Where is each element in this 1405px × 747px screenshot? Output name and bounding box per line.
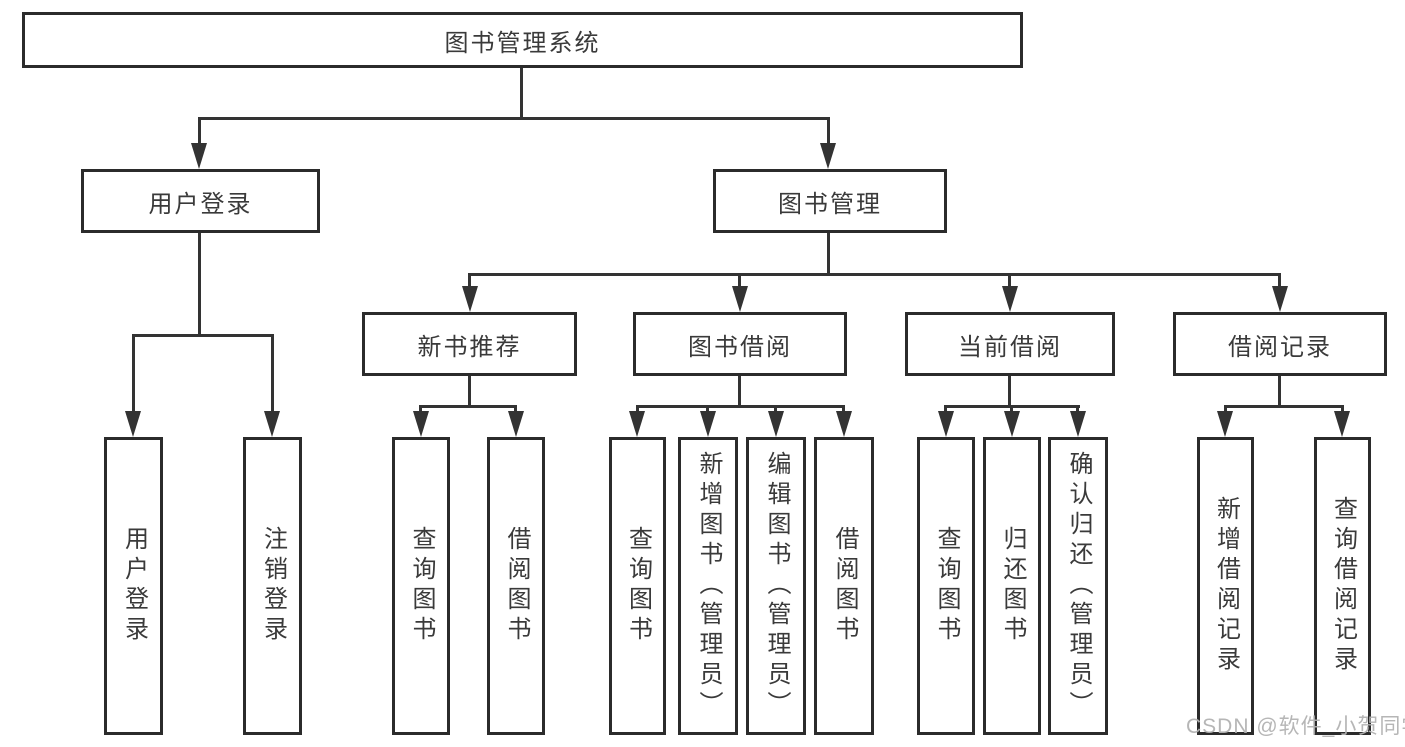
node-borrow-records: 借阅记录 [1173,312,1387,376]
leaf-records-add-record: 新增借阅记录 [1197,437,1254,735]
node-current-borrow: 当前借阅 [905,312,1115,376]
leaf-records-add-record-label: 新增借阅记录 [1212,496,1240,676]
connector-drop-current-query [944,405,947,415]
connector-level3-hbar [468,273,1281,276]
leaf-recommend-query-book: 查询图书 [392,437,450,735]
arrowhead-borrow-records [1272,286,1288,312]
connector-drop-leaf-logout [271,334,274,414]
node-new-book-recommend: 新书推荐 [362,312,577,376]
arrowhead-records-add [1217,411,1233,437]
arrowhead-user-login [191,143,207,169]
leaf-logout: 注销登录 [243,437,302,735]
arrowhead-leaf-user-login [125,411,141,437]
connector-book-management-stem [827,233,830,276]
connector-drop-borrow-query [636,405,639,415]
leaf-borrow-query-book: 查询图书 [609,437,666,735]
connector-current-borrow-stem [1008,376,1011,408]
connector-drop-borrow-records [1278,273,1281,289]
arrowhead-current-query [938,411,954,437]
connector-drop-borrow-edit [774,405,777,415]
connector-drop-current-borrow [1008,273,1011,289]
connector-user-login-hbar [132,334,274,337]
leaf-current-query-book-label: 查询图书 [933,526,960,646]
connector-drop-borrow-borrow [842,405,845,415]
arrowhead-recommend-borrow [508,411,524,437]
node-book-management: 图书管理 [713,169,947,233]
connector-drop-leaf-user-login [132,334,135,414]
leaf-borrow-borrow-book-label: 借阅图书 [831,526,858,646]
leaf-borrow-query-book-label: 查询图书 [624,526,652,646]
leaf-user-login: 用户登录 [104,437,163,735]
connector-drop-current-return [1010,405,1013,415]
leaf-borrow-add-book: 新增图书（管理员） [678,437,738,735]
arrowhead-borrow-edit [768,411,784,437]
arrowhead-book-borrow [732,286,748,312]
arrowhead-current-confirm [1070,411,1086,437]
connector-drop-book-management [827,117,830,147]
node-book-borrow: 图书借阅 [633,312,847,376]
leaf-current-confirm-return-label: 确认归还（管理员） [1065,451,1092,721]
arrowhead-current-borrow [1002,286,1018,312]
leaf-recommend-query-book-label: 查询图书 [408,526,435,646]
arrowhead-current-return [1004,411,1020,437]
arrowhead-recommend-query [413,411,429,437]
leaf-current-return-book: 归还图书 [983,437,1041,735]
leaf-borrow-edit-book-label: 编辑图书（管理员） [763,451,790,721]
arrowhead-leaf-logout [264,411,280,437]
leaf-logout-label: 注销登录 [259,526,287,646]
connector-drop-records-query [1341,405,1344,415]
connector-drop-user-login [198,117,201,147]
connector-drop-records-add [1224,405,1227,415]
connector-drop-current-confirm [1076,405,1079,415]
connector-user-login-stem [198,233,201,337]
arrowhead-new-book-recommend [462,286,478,312]
arrowhead-borrow-borrow [836,411,852,437]
connector-new-book-recommend-stem [468,376,471,408]
arrowhead-book-management [820,143,836,169]
connector-drop-borrow-add [706,405,709,415]
leaf-records-query-record-label: 查询借阅记录 [1329,496,1357,676]
watermark: CSDN @软件_小贺同学 [1186,715,1405,738]
leaf-recommend-borrow-book: 借阅图书 [487,437,545,735]
arrowhead-borrow-add [700,411,716,437]
node-root: 图书管理系统 [22,12,1023,68]
leaf-current-query-book: 查询图书 [917,437,975,735]
arrowhead-borrow-query [629,411,645,437]
connector-drop-recommend-borrow [514,405,517,415]
connector-book-borrow-stem [738,376,741,408]
leaf-recommend-borrow-book-label: 借阅图书 [503,526,530,646]
connector-level2-hbar [198,117,830,120]
connector-drop-recommend-query [419,405,422,415]
node-user-login: 用户登录 [81,169,320,233]
leaf-borrow-add-book-label: 新增图书（管理员） [695,451,722,721]
connector-drop-new-book-recommend [468,273,471,289]
leaf-current-return-book-label: 归还图书 [999,526,1026,646]
leaf-borrow-edit-book: 编辑图书（管理员） [746,437,806,735]
connector-root-stem [520,68,523,120]
leaf-current-confirm-return: 确认归还（管理员） [1048,437,1108,735]
connector-borrow-records-hbar [1224,405,1344,408]
leaf-records-query-record: 查询借阅记录 [1314,437,1371,735]
arrowhead-records-query [1334,411,1350,437]
leaf-user-login-label: 用户登录 [120,526,148,646]
connector-drop-book-borrow [738,273,741,289]
connector-book-borrow-hbar [636,405,845,408]
leaf-borrow-borrow-book: 借阅图书 [814,437,874,735]
connector-borrow-records-stem [1278,376,1281,408]
connector-new-book-recommend-hbar [419,405,517,408]
